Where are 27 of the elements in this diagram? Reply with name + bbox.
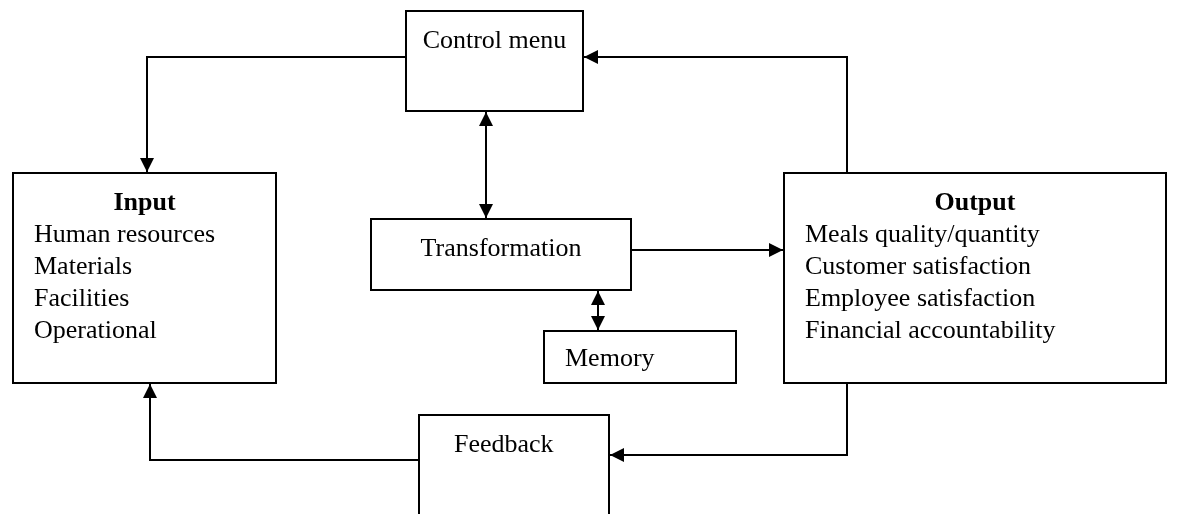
process-box [12,172,277,384]
list-item: Materials [34,250,134,282]
process-box [405,10,584,112]
box-label: Control menu [421,24,568,56]
box-label: Feedback [454,428,555,460]
list-item: Meals quality/quantity [805,218,1041,250]
list-item: Customer satisfaction [805,250,1032,282]
box-heading: Input [112,186,177,218]
process-box [418,414,610,514]
arrow [631,243,784,257]
arrow [583,50,848,173]
arrow [591,290,605,331]
list-item: Operational [34,314,158,346]
box-label: Transformation [419,232,583,264]
process-box [370,218,632,291]
process-box [543,330,737,384]
box-heading: Output [933,186,1017,218]
arrow [609,383,848,462]
list-item: Human resources [34,218,217,250]
box-label: Memory [565,342,656,374]
arrow [143,383,419,461]
arrow [479,111,493,219]
list-item: Financial accountability [805,314,1057,346]
arrow [140,56,406,173]
process-box [783,172,1167,384]
list-item: Employee satisfaction [805,282,1037,314]
list-item: Facilities [34,282,131,314]
